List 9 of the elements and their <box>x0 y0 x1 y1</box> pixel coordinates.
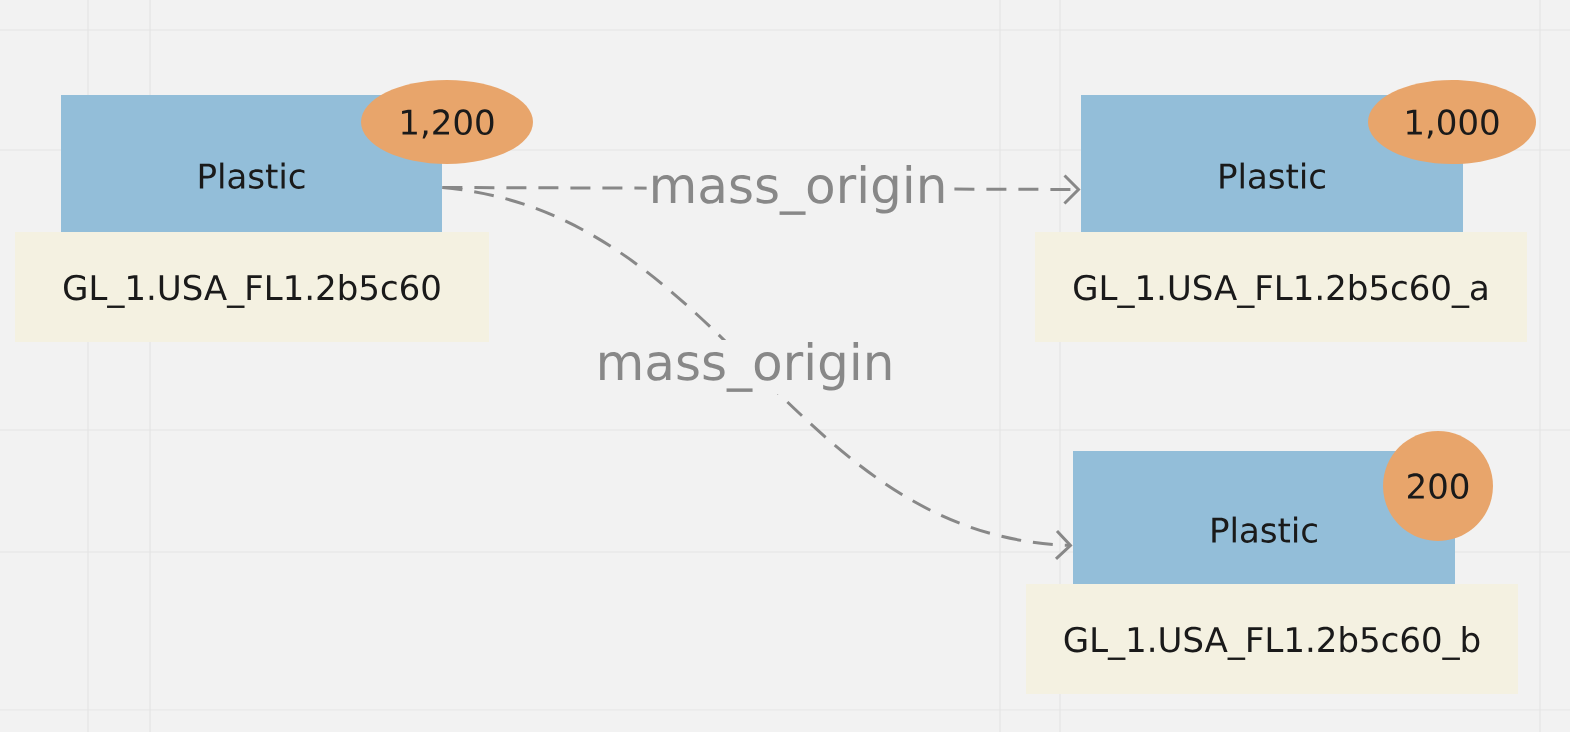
id-label-box: GL_1.USA_FL1.2b5c60_a <box>1035 232 1527 342</box>
edge-label: mass_origin <box>593 340 897 394</box>
count-badge: 200 <box>1383 431 1493 541</box>
id-label-box: GL_1.USA_FL1.2b5c60 <box>15 232 489 342</box>
edge-label: mass_origin <box>646 163 950 217</box>
id-label-box: GL_1.USA_FL1.2b5c60_b <box>1026 584 1518 694</box>
count-badge: 1,200 <box>361 80 533 164</box>
arrow <box>442 186 1073 560</box>
count-badge: 1,000 <box>1368 80 1536 164</box>
